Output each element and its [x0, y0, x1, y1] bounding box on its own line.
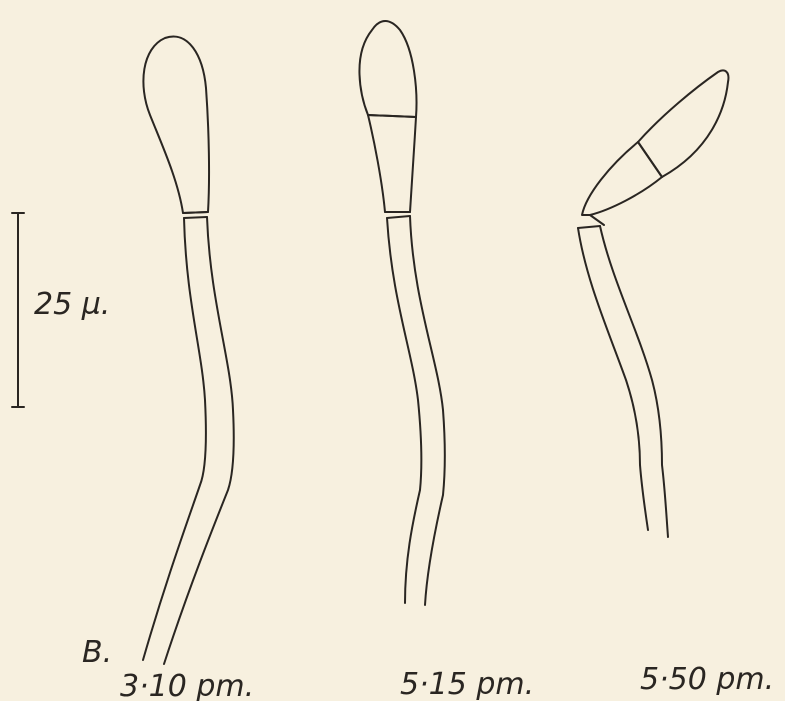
scale-bar — [12, 213, 24, 407]
conidium-lower-stage-3 — [582, 142, 662, 215]
conidium-upper-stage-2 — [359, 21, 416, 117]
hypha-right-wall-stage-3 — [600, 226, 668, 537]
conidium-stage-1 — [143, 36, 209, 213]
septum-upper-stage-3 — [638, 142, 662, 177]
hypha-right-wall-stage-2 — [410, 216, 445, 605]
conidium-lower-stage-2 — [368, 115, 416, 212]
septum-upper-stage-2 — [368, 115, 416, 117]
hypha-tip-stage-3 — [578, 226, 600, 228]
hypha-left-wall-stage-1 — [143, 218, 206, 660]
hypha-tip-stage-1 — [184, 217, 207, 218]
time-label-stage-1: 3·10 pm. — [120, 672, 254, 701]
time-label-stage-3: 5·50 pm. — [640, 665, 774, 695]
hypha-stage-3 — [578, 70, 728, 537]
septum-lower-stage-3 — [590, 215, 604, 225]
hypha-stage-1 — [143, 36, 234, 664]
hypha-tip-stage-2 — [387, 216, 410, 218]
panel-label: B. — [82, 638, 112, 668]
hypha-stage-2 — [359, 21, 444, 605]
time-label-stage-2: 5·15 pm. — [400, 670, 534, 700]
septum-stage-1 — [183, 212, 208, 213]
hypha-right-wall-stage-1 — [164, 217, 234, 664]
scale-bar-label: 25 µ. — [34, 290, 110, 320]
